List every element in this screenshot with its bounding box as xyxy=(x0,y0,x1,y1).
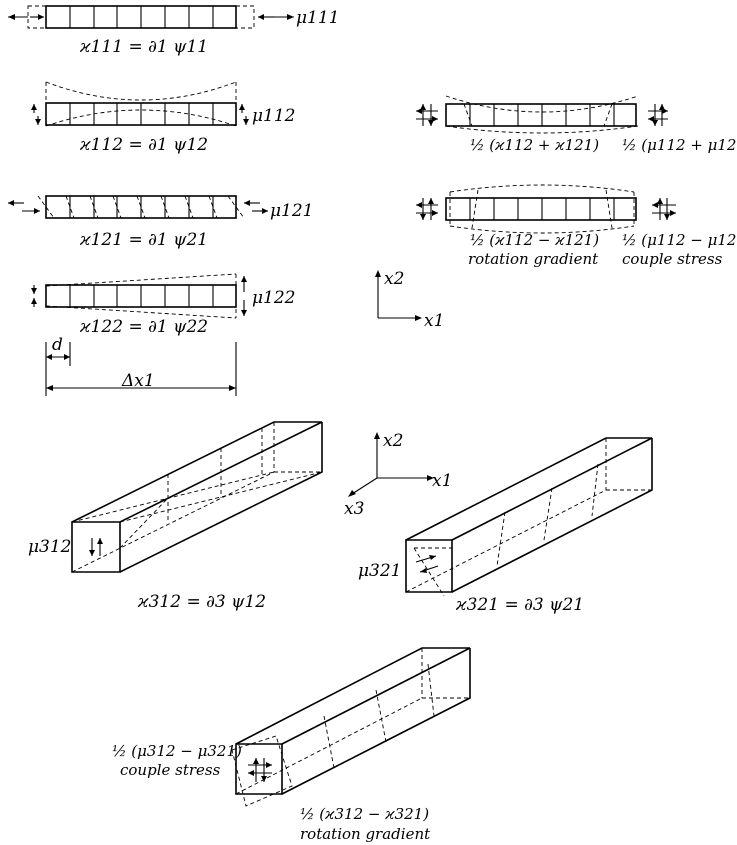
beam-k112 xyxy=(45,81,237,127)
bar-k312 xyxy=(71,421,323,573)
beam-sym xyxy=(445,95,639,134)
arrows-k121 xyxy=(8,200,268,214)
beam-k121 xyxy=(37,195,245,219)
arrows-k122 xyxy=(31,276,247,316)
dimension-dx1 xyxy=(46,342,237,396)
beam-anti xyxy=(445,184,637,234)
bar-anti3 xyxy=(231,647,471,807)
arrows-k112 xyxy=(31,104,249,125)
axis3d-label-x2: x2 xyxy=(383,431,403,451)
label-sym-mu: ½ (μ112 + μ121) xyxy=(622,136,737,154)
label-mu121: μ121 xyxy=(270,201,314,221)
cross-arrows-sym-left xyxy=(416,104,438,126)
label-anti-mu: ½ (μ112 − μ121) xyxy=(622,231,737,249)
label-anti3-k: ½ (ϰ312 − ϰ321) xyxy=(300,805,429,823)
cross-arrows-anti-left xyxy=(416,198,438,220)
axis-label-x1: x1 xyxy=(424,311,444,331)
axes-3d xyxy=(348,432,434,497)
label-anti3-mu: ½ (μ312 − μ321) xyxy=(112,742,242,760)
label-sym-k: ½ (ϰ112 + ϰ121) xyxy=(470,136,599,154)
arrow-left-k111 xyxy=(8,14,44,20)
label-k111: ϰ111 = ∂1 ψ11 xyxy=(79,37,208,57)
axis3d-label-x3: x3 xyxy=(344,499,364,519)
label-k321: ϰ321 = ∂3 ψ21 xyxy=(455,595,584,615)
cross-arrows-sym-right xyxy=(648,104,668,126)
label-mu312: μ312 xyxy=(28,537,72,557)
axis-label-x2: x2 xyxy=(384,269,404,289)
label-mu321: μ321 xyxy=(358,561,402,581)
label-anti-k: ½ (ϰ112 − ϰ121) xyxy=(470,231,599,249)
label-k312: ϰ312 = ∂3 ψ12 xyxy=(137,592,266,612)
cross-arrows-anti3 xyxy=(248,758,272,782)
arrow-right-k111 xyxy=(258,14,294,20)
label-k121: ϰ121 = ∂1 ψ21 xyxy=(79,230,208,250)
label-d: d xyxy=(52,335,63,355)
beam-k122 xyxy=(45,273,237,319)
arrows-mu321 xyxy=(415,555,439,573)
label-rotation-gradient-1: rotation gradient xyxy=(468,250,599,268)
axes-2d xyxy=(375,270,422,321)
label-mu111: μ111 xyxy=(296,8,340,28)
bar-k321 xyxy=(405,437,653,597)
dimension-d xyxy=(45,342,71,396)
label-mu122: μ122 xyxy=(252,288,296,308)
label-mu112: μ112 xyxy=(252,106,296,126)
label-k112: ϰ112 = ∂1 ψ12 xyxy=(79,135,208,155)
axis3d-label-x1: x1 xyxy=(432,471,452,491)
label-couple-stress-2: couple stress xyxy=(120,761,221,779)
label-rotation-gradient-2: rotation gradient xyxy=(300,825,431,843)
arrows-mu312 xyxy=(89,538,103,556)
label-couple-stress-1: couple stress xyxy=(622,250,723,268)
label-dx1: Δx1 xyxy=(121,371,155,391)
cross-arrows-anti-right xyxy=(652,198,676,220)
beam-k111 xyxy=(27,5,255,29)
label-k122: ϰ122 = ∂1 ψ22 xyxy=(79,317,208,337)
